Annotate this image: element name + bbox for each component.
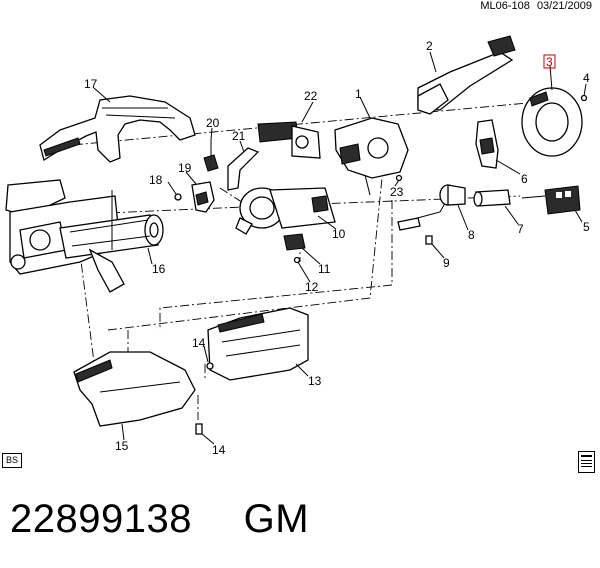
part-steering-column <box>5 179 164 293</box>
callout-18: 18 <box>149 173 163 187</box>
part-lock-body <box>473 189 511 207</box>
part-ignition-switch <box>235 187 336 235</box>
callout-14-lower: 14 <box>212 443 226 457</box>
part-switch-11 <box>283 233 306 251</box>
part-sensor-20 <box>203 140 219 172</box>
part-clip-21 <box>227 147 260 191</box>
callout-7: 7 <box>517 222 524 236</box>
callout-labels: 1 2 3 4 5 6 7 8 9 10 11 12 13 14 14 15 1… <box>84 39 590 457</box>
part-multifunction-switch <box>417 35 516 115</box>
callout-6: 6 <box>521 172 528 186</box>
part-shifter-housing-22 <box>257 121 321 159</box>
callout-8: 8 <box>468 228 475 242</box>
part-screw-12 <box>293 256 301 264</box>
callout-11: 11 <box>318 262 331 276</box>
callout-1: 1 <box>355 87 362 101</box>
callout-23: 23 <box>390 185 404 199</box>
callout-2: 2 <box>426 39 433 53</box>
callout-13: 13 <box>308 374 322 388</box>
callout-16: 16 <box>152 262 166 276</box>
part-lower-trim-cover-15 <box>73 351 196 427</box>
part-screw-14a <box>206 362 214 370</box>
part-lock-housing <box>334 117 409 196</box>
callout-12: 12 <box>305 280 319 294</box>
leader-lines <box>93 51 587 445</box>
manual-book-icon <box>578 451 595 473</box>
part-lower-shroud-13 <box>207 307 309 381</box>
part-bracket-19 <box>191 181 215 213</box>
callout-21: 21 <box>232 129 246 143</box>
part-clock-spring-6 <box>475 119 499 169</box>
part-screw-23 <box>395 174 403 182</box>
part-screw-4 <box>580 94 588 102</box>
diagram-date: 03/21/2009 <box>536 0 592 12</box>
part-bolt-18 <box>174 193 182 201</box>
callout-9: 9 <box>443 256 450 270</box>
part-upper-trim-cover <box>39 95 196 163</box>
callout-5: 5 <box>583 220 590 234</box>
part-number: 22899138 <box>10 497 192 541</box>
part-lock-cylinder <box>439 184 466 206</box>
callout-22: 22 <box>304 89 318 103</box>
callout-3-highlighted: 3 <box>546 55 553 69</box>
part-bolt-9 <box>425 235 433 245</box>
diagram-code: ML06-108 <box>480 0 530 12</box>
callout-20: 20 <box>206 116 220 130</box>
callout-4: 4 <box>583 71 590 85</box>
bs-badge: BS <box>2 453 22 468</box>
part-clock-spring-3 <box>521 87 583 157</box>
callout-14-upper: 14 <box>192 336 206 350</box>
callout-10: 10 <box>332 227 346 241</box>
part-wiring-harness <box>397 197 449 231</box>
part-key-fob <box>521 185 581 215</box>
diagram-header: ML06-108 03/21/2009 <box>476 0 592 12</box>
callout-19: 19 <box>178 161 192 175</box>
part-screw-14b <box>195 423 203 435</box>
part-number-footer: 22899138 GM <box>10 497 309 542</box>
callout-15: 15 <box>115 439 129 453</box>
callout-17: 17 <box>84 77 98 91</box>
make-label: GM <box>243 497 310 541</box>
